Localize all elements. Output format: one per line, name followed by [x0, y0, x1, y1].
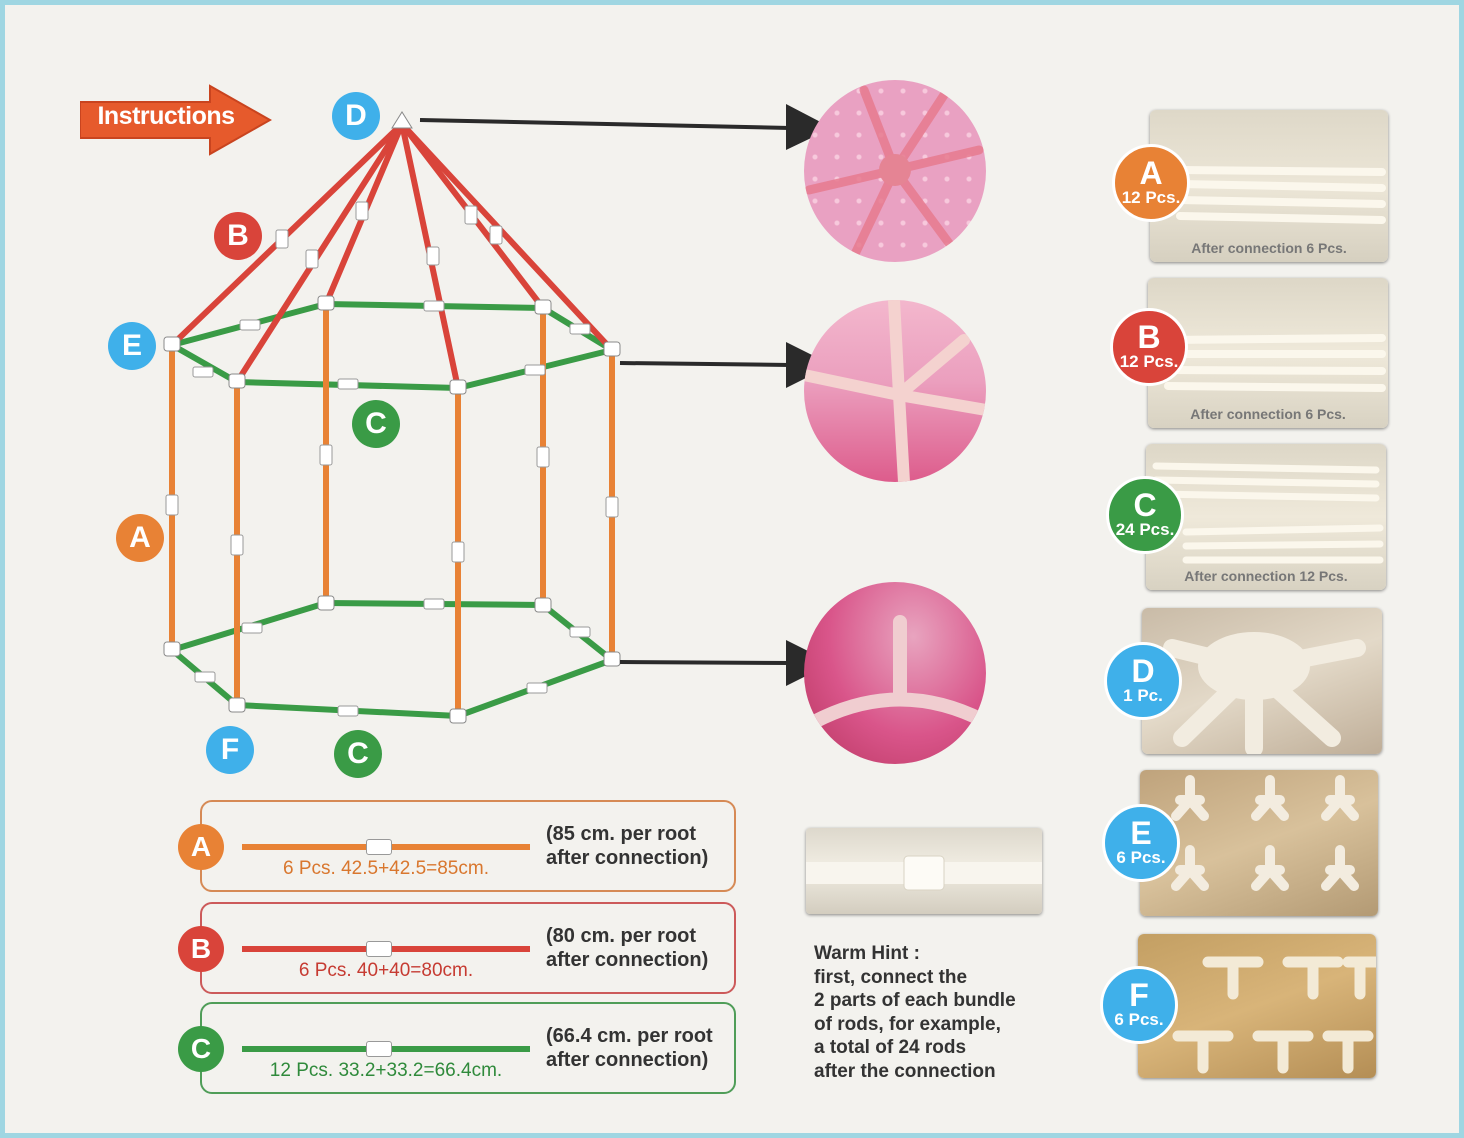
detail-side-connector-photo	[804, 300, 986, 482]
instructions-label: Instructions	[97, 102, 235, 130]
part-photo-d	[1142, 608, 1382, 754]
part-photo-c: After connection 12 Pcs.	[1146, 444, 1386, 590]
label-a: A	[116, 514, 164, 562]
spec-c-note: (66.4 cm. per root after connection)	[546, 1024, 713, 1072]
part-d-letter: D	[1131, 653, 1155, 689]
part-badge-c: C 24 Pcs.	[1106, 476, 1184, 554]
spec-c-note-line2: after connection)	[546, 1049, 709, 1071]
spec-a-note-line2: after connection)	[546, 847, 709, 869]
part-f-count: 6 Pcs.	[1114, 1010, 1164, 1029]
spec-c-note-line1: (66.4 cm. per root	[546, 1025, 713, 1047]
part-f-letter: F	[1129, 977, 1149, 1013]
label-c-upper: C	[352, 400, 400, 448]
spec-a-note-line1: (85 cm. per root	[546, 823, 697, 845]
warm-hint-line: of rods, for example,	[814, 1013, 1001, 1035]
spec-b-note-line1: (80 cm. per root	[546, 925, 697, 947]
instructions-arrow: Instructions	[80, 84, 272, 156]
warm-hint-line: first, connect the	[814, 966, 968, 988]
part-c-letter: C	[1133, 487, 1157, 523]
warm-hint-line: 2 parts of each bundle	[814, 990, 1016, 1011]
part-a-letter: A	[1139, 155, 1163, 191]
spec-box-c: C 12 Pcs. 33.2+33.2=66.4cm. (66.4 cm. pe…	[178, 1002, 736, 1094]
part-a-caption: After connection 6 Pcs.	[1191, 240, 1347, 256]
warm-hint-line: a total of 24 rods	[814, 1037, 967, 1058]
warm-hint: Warm Hint : first, connect the 2 parts o…	[814, 942, 1016, 1083]
detail-top-connector-photo	[804, 80, 986, 262]
detail-bottom-connector-photo	[804, 582, 986, 764]
spec-b-note-line2: after connection)	[546, 949, 709, 971]
part-badge-e: E 6 Pcs.	[1102, 804, 1180, 882]
part-c-count: 24 Pcs.	[1115, 520, 1175, 539]
spec-box-a: A 6 Pcs. 42.5+42.5=85cm. (85 cm. per roo…	[178, 800, 736, 892]
corner-connectors	[163, 111, 621, 724]
part-badge-d: D 1 Pc.	[1104, 642, 1182, 720]
part-b-caption: After connection 6 Pcs.	[1190, 406, 1346, 422]
spec-b-joint	[366, 941, 392, 957]
spec-a-calc: 6 Pcs. 42.5+42.5=85cm.	[283, 858, 489, 879]
part-e-letter: E	[1130, 815, 1152, 851]
warm-hint-line: after the connection	[814, 1060, 996, 1082]
part-d-count: 1 Pc.	[1123, 686, 1163, 705]
warm-hint-title: Warm Hint :	[814, 943, 920, 964]
part-badge-f: F 6 Pcs.	[1100, 966, 1178, 1044]
part-b-count: 12 Pcs.	[1119, 352, 1179, 371]
spec-c-calc: 12 Pcs. 33.2+33.2=66.4cm.	[269, 1060, 503, 1081]
label-e: E	[108, 322, 156, 370]
part-badge-b: B 12 Pcs.	[1110, 308, 1188, 386]
spec-a-note: (85 cm. per root after connection)	[546, 822, 708, 870]
part-e-count: 6 Pcs.	[1116, 848, 1166, 867]
part-b-letter: B	[1137, 319, 1161, 355]
label-b: B	[214, 212, 262, 260]
label-c-lower: C	[334, 730, 382, 778]
rod-joints	[165, 201, 619, 717]
spec-b-badge: B	[178, 926, 224, 972]
label-d: D	[332, 92, 380, 140]
detail-arrows	[419, 104, 832, 686]
spec-c-badge: C	[178, 1026, 224, 1072]
part-photo-b: After connection 6 Pcs.	[1148, 278, 1388, 428]
spec-b-calc: 6 Pcs. 40+40=80cm.	[298, 960, 474, 981]
spec-a-badge: A	[178, 824, 224, 870]
vertical-rods	[169, 301, 615, 719]
part-a-count: 12 Pcs.	[1121, 188, 1181, 207]
spec-a-joint	[366, 839, 392, 855]
rod-joint-photo	[806, 828, 1042, 914]
part-c-caption: After connection 12 Pcs.	[1184, 568, 1348, 584]
part-badge-a: A 12 Pcs.	[1112, 144, 1190, 222]
spec-b-note: (80 cm. per root after connection)	[546, 924, 708, 972]
label-f: F	[206, 726, 254, 774]
spec-c-joint	[366, 1041, 392, 1057]
spec-box-b: B 6 Pcs. 40+40=80cm. (80 cm. per root af…	[178, 902, 736, 994]
